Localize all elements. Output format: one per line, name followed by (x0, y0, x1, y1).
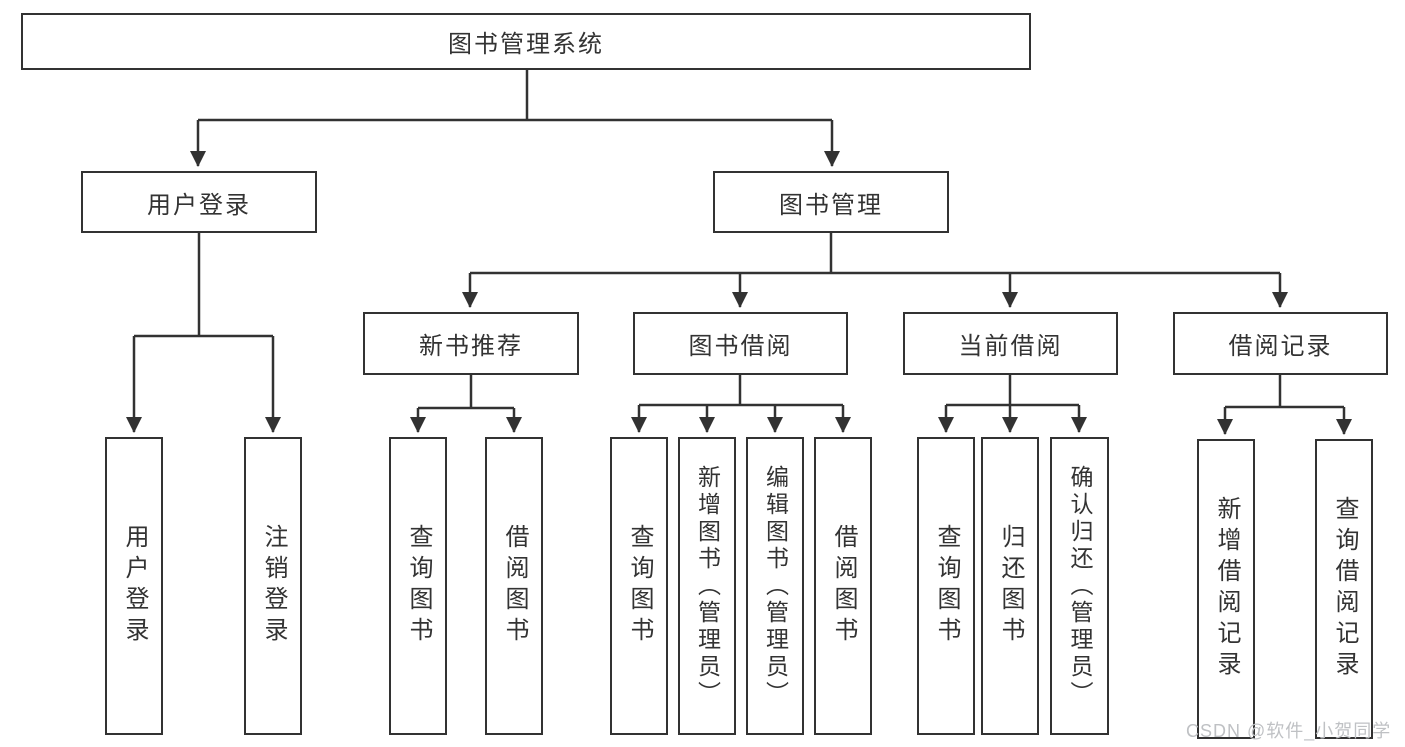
node-library-system: 图书管理系统 (21, 13, 1031, 70)
leaf-current-confirm-return-admin: 确认归还（管理员） (1050, 437, 1109, 735)
leaf-user-login: 用户登录 (105, 437, 163, 735)
leaf-newbooks-borrow-books: 借阅图书 (485, 437, 543, 735)
leaf-label: 注销登录 (260, 524, 287, 648)
leaf-label: 查询借阅记录 (1331, 496, 1358, 682)
node-current-borrow: 当前借阅 (903, 312, 1118, 375)
leaf-records-query-record: 查询借阅记录 (1315, 439, 1373, 739)
node-label: 当前借阅 (958, 333, 1063, 360)
leaf-current-return-books: 归还图书 (981, 437, 1039, 735)
leaf-current-query-books: 查询图书 (917, 437, 975, 735)
leaf-label: 确认归还（管理员） (1067, 464, 1093, 708)
leaf-label: 新增借阅记录 (1213, 496, 1240, 682)
node-label: 借阅记录 (1228, 333, 1333, 360)
leaf-borrow-borrow-books: 借阅图书 (814, 437, 872, 735)
node-book-borrow: 图书借阅 (633, 312, 848, 375)
leaf-borrow-query-books: 查询图书 (610, 437, 668, 735)
node-book-management: 图书管理 (713, 171, 949, 233)
leaf-label: 编辑图书（管理员） (762, 464, 789, 708)
leaf-records-add-record: 新增借阅记录 (1197, 439, 1255, 739)
leaf-borrow-add-books-admin: 新增图书（管理员） (678, 437, 736, 735)
leaf-label: 借阅图书 (830, 524, 857, 648)
csdn-watermark: CSDN @软件_小贺同学 (1186, 721, 1392, 741)
leaf-label: 查询图书 (933, 524, 960, 648)
leaf-label: 查询图书 (405, 524, 432, 648)
leaf-label: 查询图书 (626, 524, 653, 648)
leaf-label: 归还图书 (997, 524, 1024, 648)
node-label: 图书管理 (779, 191, 883, 219)
node-new-book-recommend: 新书推荐 (363, 312, 579, 375)
leaf-borrow-edit-books-admin: 编辑图书（管理员） (746, 437, 804, 735)
node-user-login: 用户登录 (81, 171, 317, 233)
leaf-label: 用户登录 (121, 524, 148, 648)
node-label: 用户登录 (147, 191, 251, 219)
leaf-newbooks-query-books: 查询图书 (389, 437, 447, 735)
leaf-logout: 注销登录 (244, 437, 302, 735)
node-label: 图书管理系统 (448, 31, 604, 58)
node-label: 新书推荐 (419, 333, 523, 360)
node-label: 图书借阅 (688, 333, 793, 360)
node-borrow-records: 借阅记录 (1173, 312, 1388, 375)
leaf-label: 新增图书（管理员） (694, 464, 721, 708)
leaf-label: 借阅图书 (501, 524, 528, 648)
